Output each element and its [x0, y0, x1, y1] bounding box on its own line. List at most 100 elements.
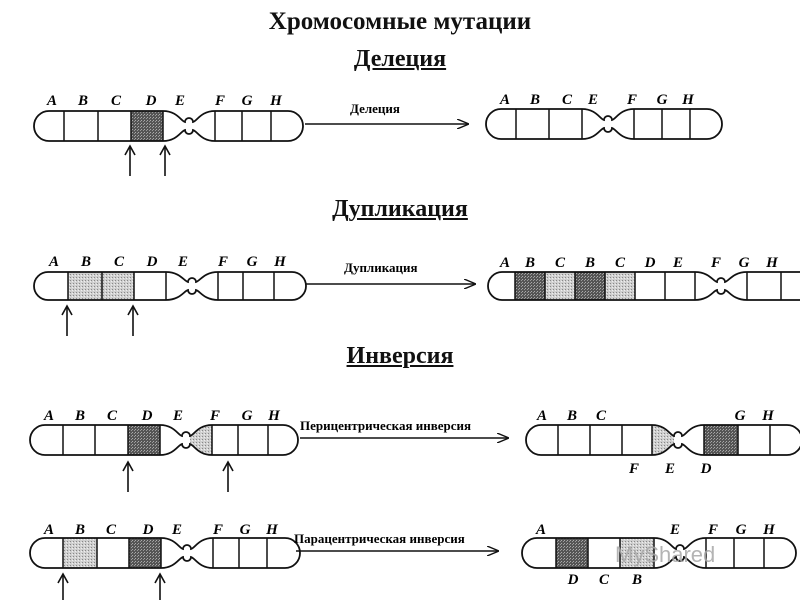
paracentric-arrow-label: Парацентрическая инверсия [294, 531, 465, 546]
para-after-top-letter-3: G [736, 522, 747, 538]
peri-before-letter-6: G [242, 408, 253, 424]
peri-before-letter-1: B [74, 408, 85, 424]
peri-after-bottom-letter-1: E [664, 461, 675, 477]
band-light [102, 272, 134, 300]
para-after-bottom-letter-0: D [567, 572, 579, 588]
del-break-arrow-1 [124, 144, 136, 176]
para-after-bottom-letter-1: C [599, 572, 610, 588]
peri-break-arrow-2 [222, 460, 234, 492]
band-light [63, 538, 97, 568]
watermark: MyShared [615, 542, 715, 567]
duplication-before [33, 271, 307, 301]
para-before-letter-6: G [240, 522, 251, 538]
deletion-before [33, 110, 304, 142]
dup-before-letter-5: F [217, 254, 228, 270]
band-light [605, 272, 635, 300]
band-dark [575, 272, 605, 300]
peri-after-top-letter-0: A [536, 408, 547, 424]
page-title: Хромосомные мутации [268, 8, 532, 35]
dup-after-letter-9: H [765, 255, 779, 271]
del-before-letter-6: G [242, 93, 253, 109]
del-before-letter-5: F [214, 93, 225, 109]
chromosome-outline [487, 271, 800, 301]
paracentric-before [29, 537, 301, 569]
band-light [545, 272, 575, 300]
peri-after-top-letter-2: C [596, 408, 607, 424]
band-dark [131, 111, 163, 141]
band-dark [556, 538, 588, 568]
dup-after-letter-1: B [524, 255, 535, 271]
dup-before-letter-3: D [146, 254, 158, 270]
para-after-top-letter-4: H [762, 522, 776, 538]
band-dark [704, 425, 738, 455]
del-before-letter-2: C [111, 93, 122, 109]
pericentric-after [525, 424, 800, 456]
peri-after-top-letter-4: H [761, 408, 775, 424]
dup-after-letter-2: C [555, 255, 566, 271]
del-before-letter-4: E [174, 93, 185, 109]
deletion-after [485, 108, 723, 140]
chromosome-outline [525, 424, 800, 456]
dup-break-arrow-1 [61, 304, 73, 336]
peri-break-arrow-1 [122, 460, 134, 492]
band-light [620, 538, 654, 568]
para-before-letter-2: C [106, 522, 117, 538]
pericentric-arrow-label: Перицентрическая инверсия [300, 418, 471, 433]
paracentric-after [521, 537, 797, 569]
del-after-letter-3: E [587, 92, 598, 108]
del-before-letter-7: H [269, 93, 283, 109]
dup-before-letter-7: H [273, 254, 287, 270]
chromosome-outline [29, 424, 299, 456]
para-break-arrow-2 [154, 572, 166, 600]
peri-before-letter-2: C [107, 408, 118, 424]
del-after-letter-2: C [562, 92, 573, 108]
pericentric-before [29, 424, 299, 456]
chromosome-outline [485, 108, 723, 140]
para-after-top-letter-0: A [535, 522, 546, 538]
dup-after-letter-5: D [644, 255, 656, 271]
para-break-arrow-1 [57, 572, 69, 600]
del-before-letter-0: A [46, 93, 57, 109]
inversion-heading: Инверсия [346, 343, 454, 369]
dup-after-letter-4: C [615, 255, 626, 271]
band-light [68, 272, 102, 300]
dup-before-letter-1: B [80, 254, 91, 270]
peri-before-letter-7: H [267, 408, 281, 424]
peri-before-letter-4: E [172, 408, 183, 424]
dup-before-letter-2: C [114, 254, 125, 270]
duplication-arrow-label: Дупликация [344, 260, 418, 275]
band-dark [129, 538, 161, 568]
peri-before-letter-3: D [141, 408, 153, 424]
del-before-letter-1: B [77, 93, 88, 109]
para-before-letter-7: H [265, 522, 279, 538]
peri-after-top-letter-1: B [566, 408, 577, 424]
para-before-letter-1: B [74, 522, 85, 538]
band-light [190, 425, 212, 455]
del-after-letter-6: H [681, 92, 695, 108]
del-after-letter-1: B [529, 92, 540, 108]
del-after-letter-4: F [626, 92, 637, 108]
dup-after-letter-8: G [739, 255, 750, 271]
peri-after-bottom-letter-2: D [700, 461, 712, 477]
chromosome-outline [33, 271, 307, 301]
para-after-top-letter-1: E [669, 522, 680, 538]
peri-after-bottom-letter-0: F [628, 461, 639, 477]
chromosome-outline [521, 537, 797, 569]
dup-after-letter-7: F [710, 255, 721, 271]
para-before-letter-3: D [142, 522, 154, 538]
para-after-bottom-letter-2: B [631, 572, 642, 588]
peri-after-top-letter-3: G [735, 408, 746, 424]
para-after-top-letter-2: F [707, 522, 718, 538]
band-dark [515, 272, 545, 300]
del-after-letter-0: A [499, 92, 510, 108]
del-after-letter-5: G [657, 92, 668, 108]
band-dark [128, 425, 160, 455]
dup-before-letter-0: A [48, 254, 59, 270]
deletion-heading: Делеция [353, 46, 447, 72]
duplication-heading: Дупликация [332, 196, 468, 222]
duplication-after [487, 271, 800, 301]
dup-after-letter-0: A [499, 255, 510, 271]
del-break-arrow-2 [159, 144, 171, 176]
band-light [652, 425, 674, 455]
peri-before-letter-0: A [43, 408, 54, 424]
